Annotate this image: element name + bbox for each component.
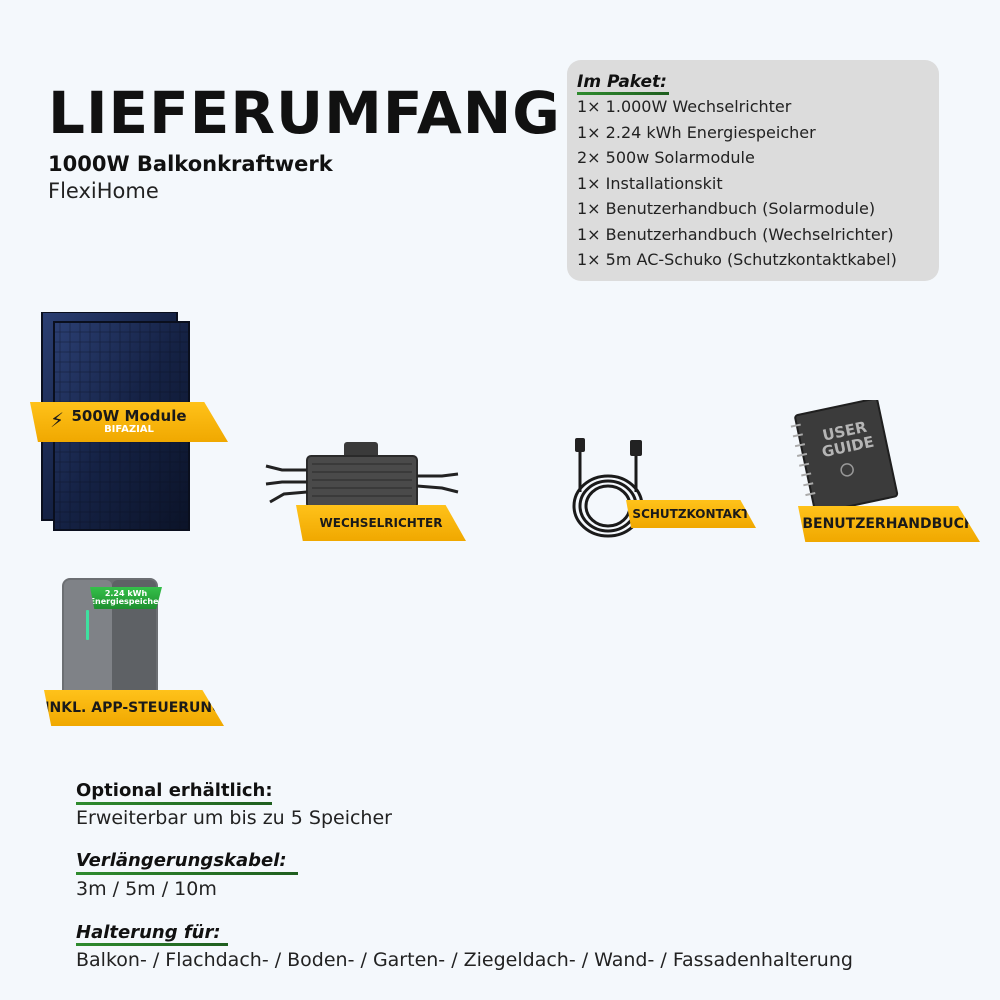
cable-label: SCHUTZKONTAKT [632, 507, 750, 521]
cable-icon [572, 438, 644, 538]
storage-label: INKL. APP-STEUERUNG [44, 700, 224, 716]
manual-image [790, 397, 900, 514]
mount-heading: Halterung für: [76, 922, 221, 943]
solar-ribbon: ⚡ 500W Module BIFAZIAL [30, 402, 228, 442]
package-item: 1× Installationskit [577, 173, 723, 193]
inverter-image [262, 440, 462, 520]
manual-ribbon: BENUTZERHANDBUCH [798, 506, 980, 542]
cable-ribbon: SCHUTZKONTAKT [626, 500, 756, 528]
storage-tag-line: 2.24 kWh [104, 589, 148, 598]
storage-tag-line: Energiespeicher [89, 597, 163, 606]
package-heading-underline [577, 92, 669, 95]
solar-label: 500W Module [71, 406, 187, 425]
package-list: 1× 1.000W Wechselrichter 1× 2.24 kWh Ene… [577, 94, 897, 273]
mount-underline [76, 943, 228, 946]
package-item: 1× Benutzerhandbuch (Solarmodule) [577, 199, 876, 218]
mount-text: Balkon- / Flachdach- / Boden- / Garten- … [76, 949, 853, 971]
package-box [567, 60, 939, 281]
package-item: 1× 5m AC-Schuko (Schutzkontaktkabel) [577, 250, 897, 269]
storage-capacity-tag: 2.24 kWh Energiespeicher [90, 587, 162, 609]
manual-label: BENUTZERHANDBUCH [802, 516, 976, 532]
solar-sublabel: BIFAZIAL [104, 423, 154, 435]
brand-name: FlexiHome [48, 179, 159, 203]
cable-ext-text: 3m / 5m / 10m [76, 878, 217, 900]
inverter-ribbon: WECHSELRICHTER [296, 505, 466, 541]
cable-ext-heading: Verlängerungskabel: [76, 850, 287, 871]
cable-ext-underline [76, 872, 298, 875]
optional-underline [76, 802, 272, 805]
package-item: 1× 1.000W Wechselrichter [577, 97, 792, 116]
storage-image [60, 576, 160, 706]
inverter-icon [265, 442, 459, 509]
package-item: 1× 2.24 kWh Energiespeicher [577, 122, 816, 142]
manual-book-icon [790, 397, 899, 514]
page-subtitle: 1000W Balkonkraftwerk [48, 152, 333, 176]
optional-text: Erweiterbar um bis zu 5 Speicher [76, 807, 392, 829]
optional-heading: Optional erhältlich: [76, 780, 273, 801]
inverter-label: WECHSELRICHTER [319, 516, 443, 530]
storage-ribbon: INKL. APP-STEUERUNG [44, 690, 224, 726]
package-item: 2× 500w Solarmodule [577, 148, 755, 167]
package-heading: Im Paket: [577, 72, 667, 92]
lightning-icon: ⚡ [50, 408, 65, 432]
package-item: 1× Benutzerhandbuch (Wechselrichter) [577, 224, 894, 244]
cable-image [566, 436, 656, 546]
page-title: LIEFERUMFANG [48, 79, 561, 147]
battery-storage-icon [62, 578, 158, 704]
